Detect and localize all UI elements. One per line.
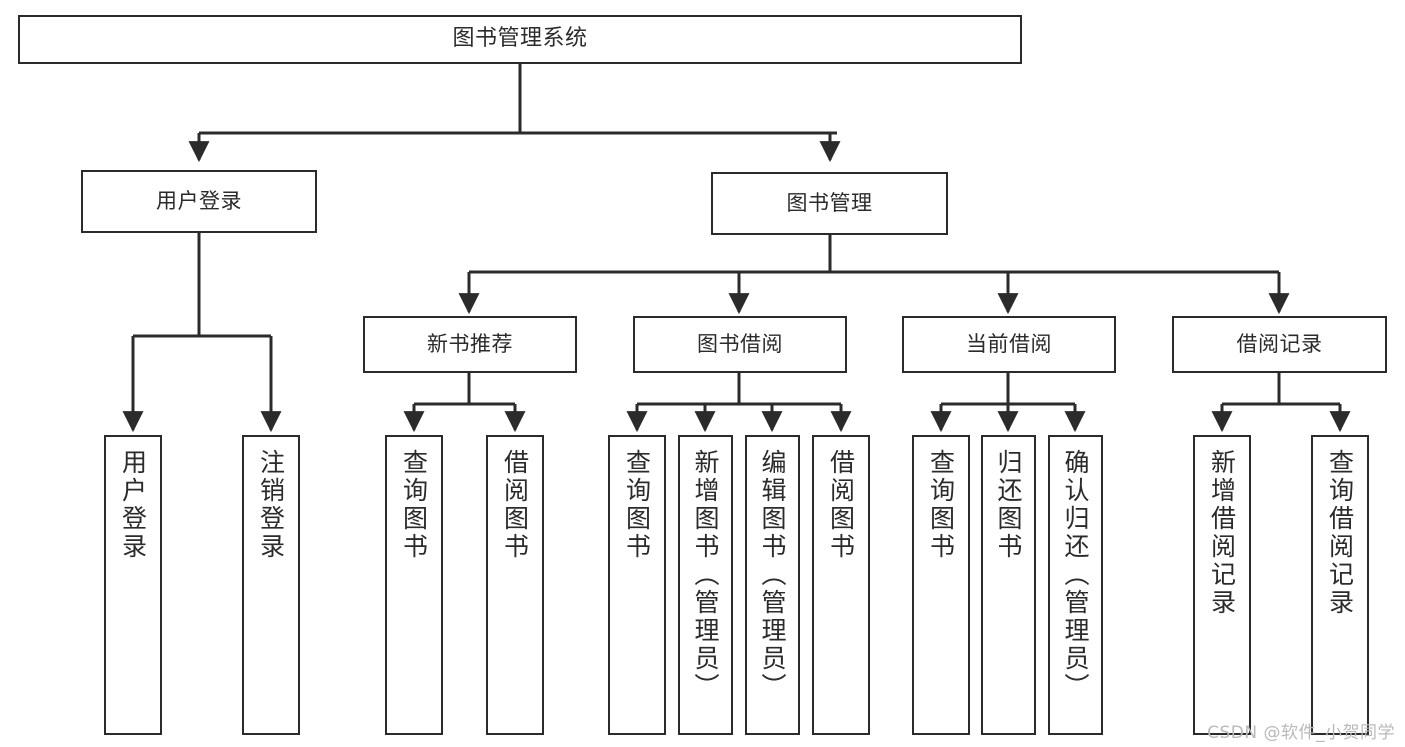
node-root-system[interactable]: 图书管理系统: [18, 15, 1022, 64]
node-label: 当前借阅: [966, 332, 1052, 357]
node-label: 归还图书: [994, 449, 1023, 561]
node-label: 图书借阅: [697, 332, 783, 357]
node-borrow-record[interactable]: 借阅记录: [1172, 316, 1387, 373]
node-current-borrow[interactable]: 当前借阅: [902, 316, 1116, 373]
node-label: 新增图书（管理员）: [691, 449, 720, 701]
leaf-confirm-return-admin[interactable]: 确认归还（管理员）: [1048, 435, 1103, 735]
watermark: CSDN @软件_小贺同学: [1207, 723, 1395, 743]
leaf-query-book-borrow[interactable]: 查询图书: [608, 435, 666, 735]
node-book-borrow[interactable]: 图书借阅: [633, 316, 847, 373]
node-label: 图书管理系统: [452, 26, 588, 52]
node-book-management[interactable]: 图书管理: [711, 172, 948, 235]
node-label: 查询图书: [399, 449, 429, 561]
node-label: 查询借阅记录: [1325, 449, 1355, 617]
leaf-borrow-book-recommend[interactable]: 借阅图书: [486, 435, 544, 735]
node-label: 查询图书: [926, 449, 956, 561]
leaf-logout[interactable]: 注销登录: [242, 435, 300, 735]
node-label: 查询图书: [622, 449, 652, 561]
node-label: 图书管理: [786, 191, 873, 216]
node-label: 新书推荐: [427, 332, 513, 357]
leaf-edit-book-admin[interactable]: 编辑图书（管理员）: [745, 435, 800, 735]
node-new-book-recommend[interactable]: 新书推荐: [363, 316, 577, 373]
node-user-login[interactable]: 用户登录: [81, 170, 317, 233]
node-label: 编辑图书（管理员）: [758, 449, 787, 701]
node-label: 用户登录: [156, 189, 242, 214]
leaf-borrow-book[interactable]: 借阅图书: [812, 435, 870, 735]
node-label: 借阅图书: [826, 449, 856, 561]
node-label: 新增借阅记录: [1207, 449, 1237, 617]
node-label: 注销登录: [256, 449, 286, 561]
leaf-return-book[interactable]: 归还图书: [981, 435, 1036, 735]
leaf-add-book-admin[interactable]: 新增图书（管理员）: [678, 435, 733, 735]
leaf-query-book-recommend[interactable]: 查询图书: [385, 435, 443, 735]
node-label: 确认归还（管理员）: [1061, 449, 1090, 701]
leaf-user-login[interactable]: 用户登录: [104, 435, 162, 735]
node-label: 借阅记录: [1236, 332, 1323, 357]
leaf-query-borrow-record[interactable]: 查询借阅记录: [1311, 435, 1369, 735]
leaf-query-book-current[interactable]: 查询图书: [912, 435, 970, 735]
leaf-add-borrow-record[interactable]: 新增借阅记录: [1193, 435, 1251, 735]
node-label: 用户登录: [118, 449, 148, 561]
node-label: 借阅图书: [500, 449, 530, 561]
